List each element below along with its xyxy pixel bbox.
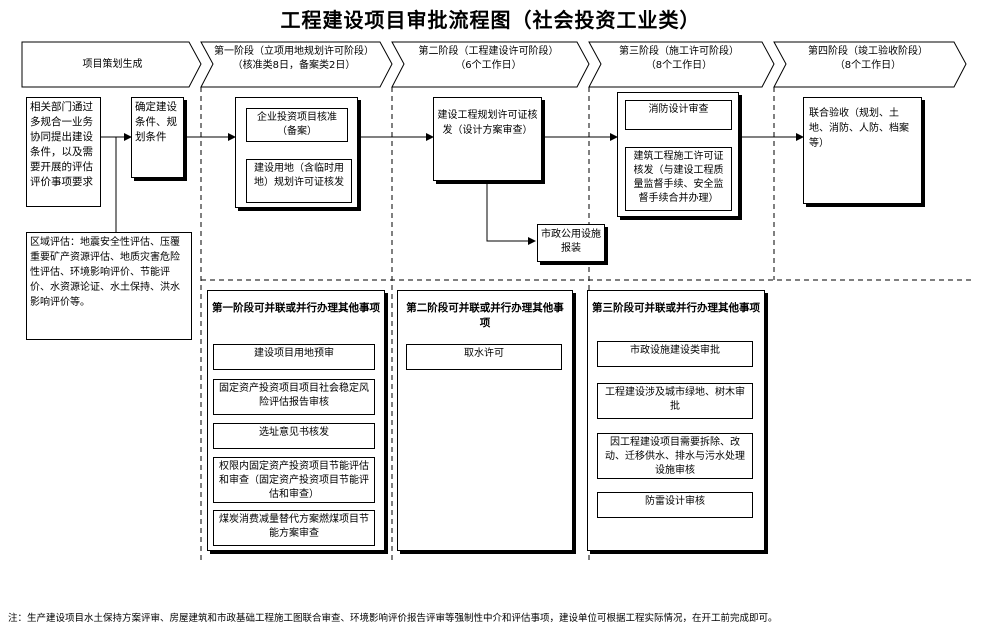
- parallel-panel-1: 第一阶段可并联或并行办理其他事项 建设项目用地预审 固定资产投资项目项目社会稳定…: [207, 290, 385, 551]
- parallel-item: 建设项目用地预审: [213, 344, 375, 370]
- construction-permit-box: 建筑工程施工许可证核发（与建设工程质量监督手续、安全监督手续合并办理）: [625, 147, 732, 211]
- phase-duration: （核准类8日，备案类2日）: [232, 60, 356, 71]
- phase-arrow-3: [588, 41, 775, 88]
- municipal-facility-box: 市政公用设施报装: [537, 224, 605, 262]
- land-permit-box: 建设用地（含临时用地）规划许可证核发: [246, 159, 352, 203]
- phase-label-3: 第三阶段（施工许可阶段） （8个工作日）: [593, 45, 765, 73]
- fire-review-box: 消防设计审查: [625, 100, 732, 130]
- parallel-panel-2: 第二阶段可并联或并行办理其他事项 取水许可: [397, 290, 573, 551]
- conditions-box: 确定建设条件、规划条件: [131, 97, 184, 178]
- parallel-item: 取水许可: [406, 344, 562, 370]
- parallel-panel-title: 第一阶段可并联或并行办理其他事项: [212, 302, 380, 314]
- flow-arrow: [486, 181, 536, 245]
- phase-arrow-0: [21, 41, 202, 88]
- parallel-item: 煤炭消费减量替代方案燃煤项目节能方案审查: [213, 510, 375, 546]
- stage3-group: 消防设计审查 建筑工程施工许可证核发（与建设工程质量监督手续、安全监督手续合并办…: [617, 92, 739, 217]
- parallel-item: 市政设施建设类审批: [597, 341, 753, 367]
- parallel-item: 选址意见书核发: [213, 423, 375, 449]
- phase-arrow-2: [391, 41, 590, 88]
- planning-permit-box: 建设工程规划许可证核发（设计方案审查）: [433, 97, 542, 181]
- parallel-panel-title: 第三阶段可并联或并行办理其他事项: [592, 302, 760, 314]
- parallel-item: 因工程建设项目需要拆除、改动、迁移供水、排水与污水处理设施审核: [597, 433, 753, 479]
- phase-title: 第一阶段（立项用地规划许可阶段）: [214, 46, 374, 57]
- joint-acceptance-box: 联合验收（规划、土地、消防、人防、档案等）: [803, 97, 922, 204]
- parallel-item: 防雷设计审核: [597, 492, 753, 518]
- stage1-group: 企业投资项目核准（备案） 建设用地（含临时用地）规划许可证核发: [235, 97, 358, 208]
- phase-label-1: 第一阶段（立项用地规划许可阶段） （核准类8日，备案类2日）: [205, 45, 383, 73]
- footnote: 注：生产建设项目水土保持方案评审、房屋建筑和市政基础工程施工图联合审查、环境影响…: [8, 613, 778, 624]
- phase-title: 第二阶段（工程建设许可阶段）: [418, 46, 559, 57]
- phase-label-2: 第二阶段（工程建设许可阶段） （6个工作日）: [396, 45, 581, 73]
- phase-title: 第三阶段（施工许可阶段）: [619, 46, 739, 57]
- phase-duration: （8个工作日）: [645, 60, 713, 71]
- phase-duration: （8个工作日）: [834, 60, 902, 71]
- parallel-item: 工程建设涉及城市绿地、树木审批: [597, 383, 753, 419]
- phase-title: 第四阶段（竣工验收阶段）: [808, 46, 928, 57]
- parallel-item: 固定资产投资项目项目社会稳定风险评估报告审核: [213, 379, 375, 415]
- project-approval-box: 企业投资项目核准（备案）: [246, 108, 348, 142]
- phase-duration: （6个工作日）: [455, 60, 522, 71]
- phase-arrow-1: [200, 41, 393, 88]
- page-title: 工程建设项目审批流程图（社会投资工业类）: [280, 8, 701, 32]
- parallel-panel-title: 第二阶段可并联或并行办理其他事项: [406, 302, 564, 329]
- dept-requirements-box: 相关部门通过多规合一业务协同提出建设条件，以及需要开展的评估评价事项要求: [26, 97, 101, 207]
- phase-label-0: 项目策划生成: [82, 59, 143, 70]
- parallel-panel-3: 第三阶段可并联或并行办理其他事项 市政设施建设类审批 工程建设涉及城市绿地、树木…: [587, 290, 765, 551]
- parallel-item: 权限内固定资产投资项目节能评估和审查（固定资产投资项目节能评估和审查）: [213, 457, 375, 503]
- phase-label-4: 第四阶段（竣工验收阶段） （8个工作日）: [778, 45, 958, 73]
- region-assessment-box: 区域评估：地震安全性评估、压覆重要矿产资源评估、地质灾害危险性评估、环境影响评价…: [26, 232, 192, 340]
- phase-arrow-4: [773, 41, 967, 88]
